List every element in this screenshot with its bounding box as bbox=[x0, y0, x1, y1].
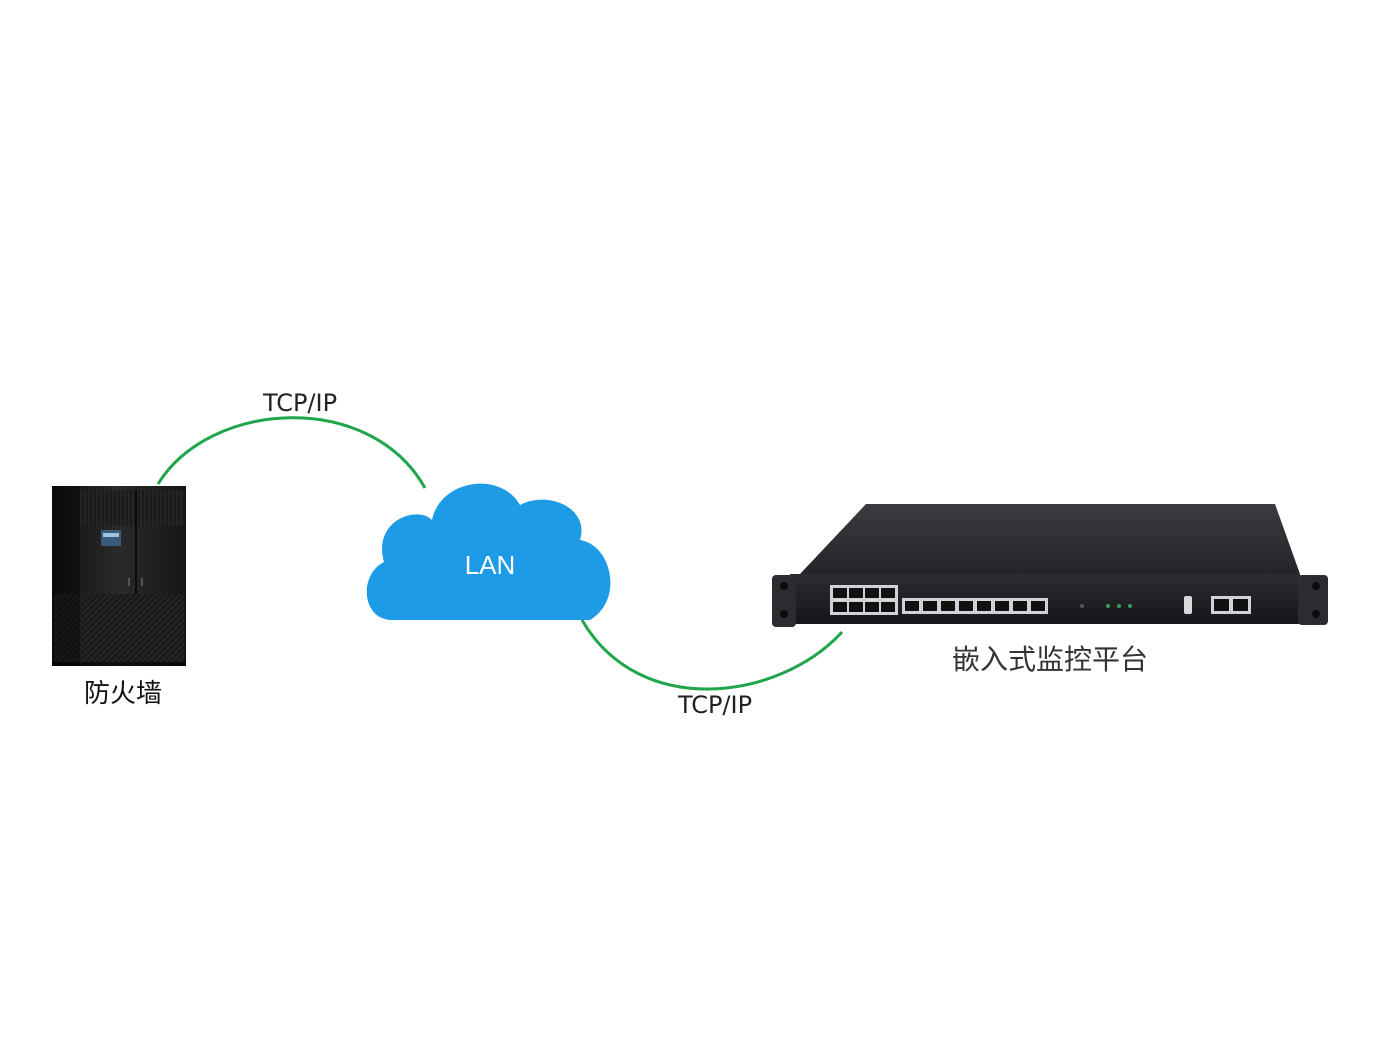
monitor-platform-label: 嵌入式监控平台 bbox=[952, 643, 1148, 676]
firewall-cabinet-icon bbox=[52, 486, 186, 666]
firewall-label: 防火墙 bbox=[84, 679, 162, 709]
link-firewall-lan bbox=[156, 416, 427, 489]
lan-label: LAN bbox=[465, 550, 516, 580]
lan-cloud-icon bbox=[366, 483, 611, 620]
link-label-bottom: TCP/IP bbox=[677, 691, 752, 719]
link-label-top: TCP/IP bbox=[262, 389, 337, 417]
link-lan-platform bbox=[580, 619, 844, 691]
monitor-platform-device-icon bbox=[772, 504, 1328, 627]
